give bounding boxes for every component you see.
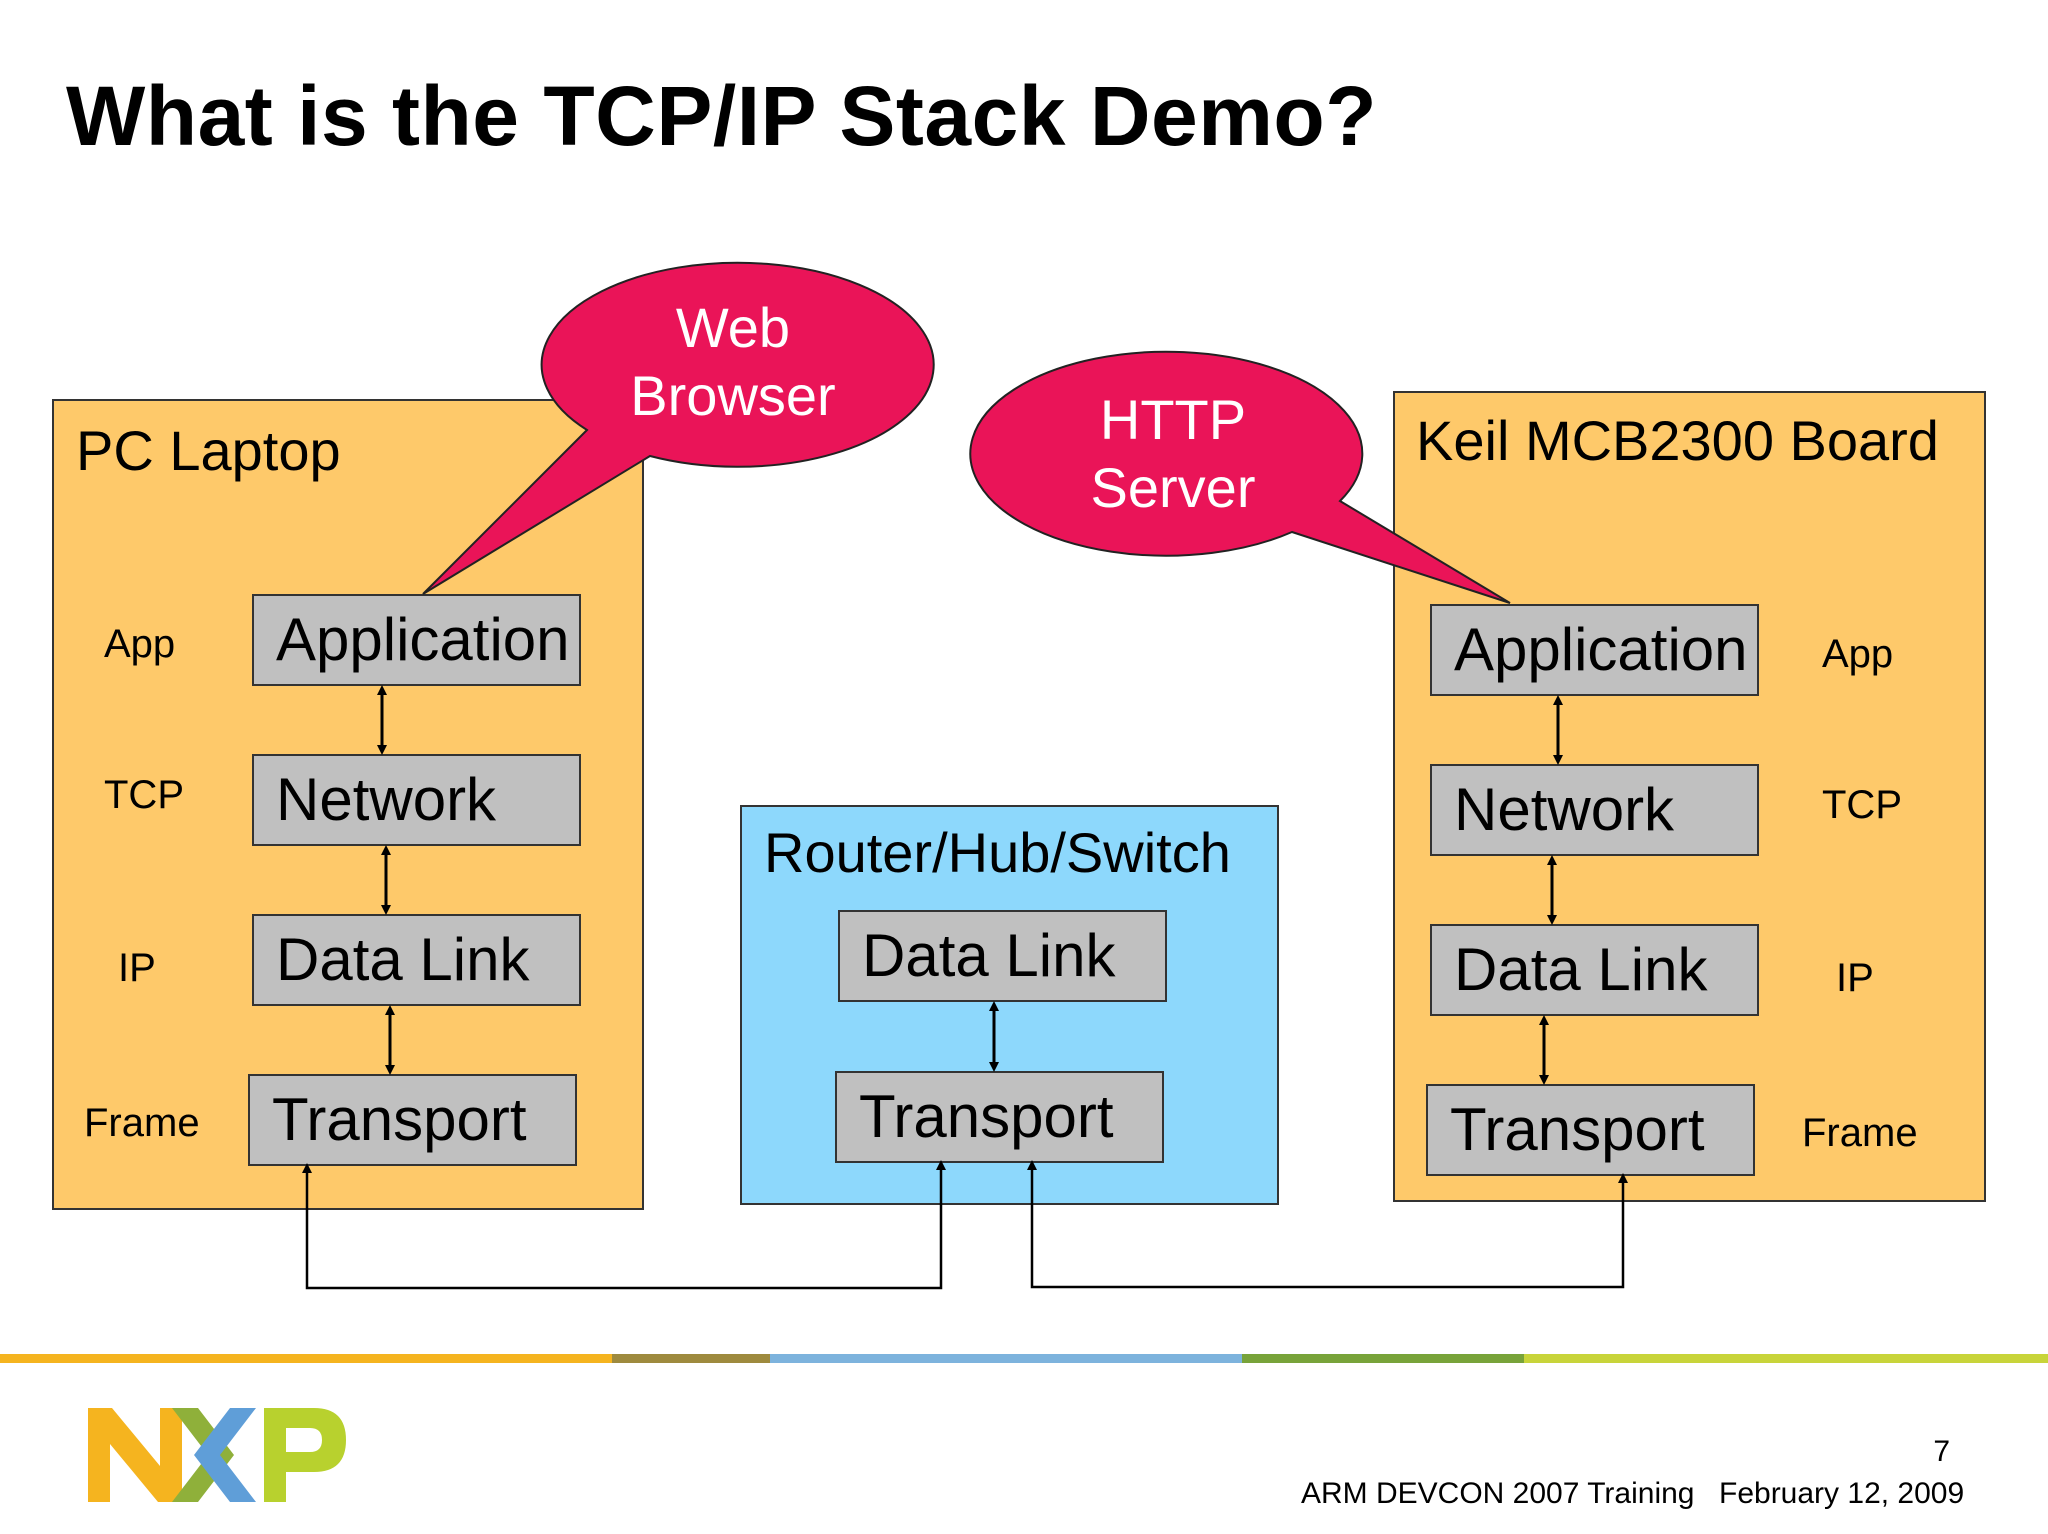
router-title: Router/Hub/Switch (764, 821, 1231, 884)
board-label-ip: IP (1836, 956, 1874, 1000)
page-number: 7 (1933, 1435, 1950, 1468)
router-transport-layer: Transport (835, 1071, 1164, 1163)
link-router-to-board (1027, 1160, 1628, 1289)
pc-label-app: App (104, 622, 176, 666)
pc-application-layer: Application (252, 594, 581, 686)
footer-bar-segment-1 (0, 1354, 612, 1363)
footer-bar-segment-5 (1524, 1354, 2048, 1363)
nxp-logo (88, 1408, 346, 1502)
keil-board-title: Keil MCB2300 Board (1416, 409, 1939, 472)
board-label-frame: Frame (1802, 1111, 1918, 1155)
link-pc-to-router (302, 1160, 946, 1290)
footer-bar-segment-4 (1242, 1354, 1524, 1363)
board-network-layer: Network (1430, 764, 1759, 856)
slide-title: What is the TCP/IP Stack Demo? (66, 69, 1378, 163)
pc-data-link-layer: Data Link (252, 914, 581, 1006)
board-transport-layer: Transport (1426, 1084, 1755, 1176)
pc-transport-layer: Transport (248, 1074, 577, 1166)
pc-network-layer: Network (252, 754, 581, 846)
web-browser-callout (422, 261, 935, 595)
board-label-app: App (1822, 632, 1894, 676)
footer-date: February 12, 2009 (1719, 1477, 1965, 1510)
pc-laptop-title: PC Laptop (76, 419, 341, 482)
board-data-link-layer: Data Link (1430, 924, 1759, 1016)
pc-label-tcp: TCP (104, 773, 184, 817)
footer-event: ARM DEVCON 2007 Training (1301, 1477, 1695, 1510)
router-data-link-layer: Data Link (838, 910, 1167, 1002)
http-server-label: HTTP Server (1090, 388, 1256, 520)
footer-bar-segment-2 (612, 1354, 770, 1363)
web-browser-label: Web Browser (630, 296, 836, 428)
http-server-callout (969, 350, 1511, 604)
footer-bar-segment-3 (770, 1354, 1242, 1363)
pc-label-frame: Frame (84, 1101, 200, 1145)
pc-label-ip: IP (118, 946, 156, 990)
board-application-layer: Application (1430, 604, 1759, 696)
board-label-tcp: TCP (1822, 783, 1902, 827)
